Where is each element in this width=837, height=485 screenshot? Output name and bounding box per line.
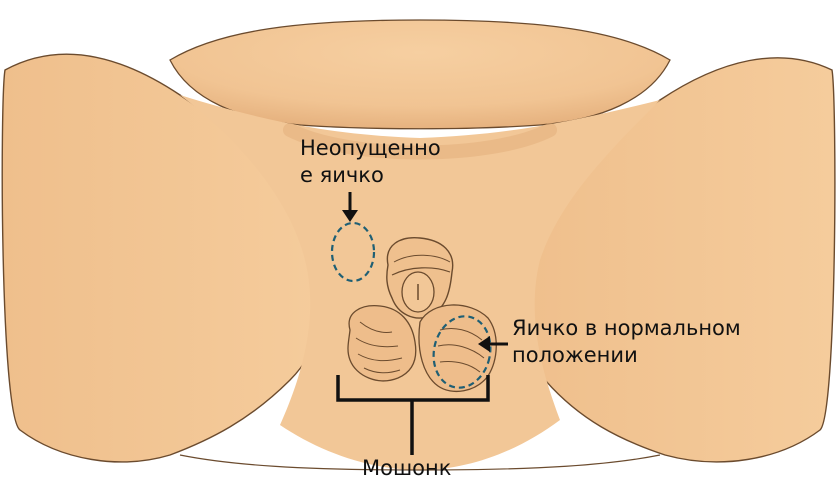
scrotum-label: Мошонк: [362, 455, 451, 482]
torso: [170, 20, 670, 129]
undescended-label-line2: е яичко: [300, 162, 441, 189]
undescended-testis-label: Неопущенно е яичко: [300, 135, 441, 189]
undescended-label-line1: Неопущенно: [300, 135, 441, 162]
normal-testis-label: Яичко в нормальном положении: [512, 315, 741, 369]
normal-label-line2: положении: [512, 342, 741, 369]
normal-label-line1: Яичко в нормальном: [512, 315, 741, 342]
